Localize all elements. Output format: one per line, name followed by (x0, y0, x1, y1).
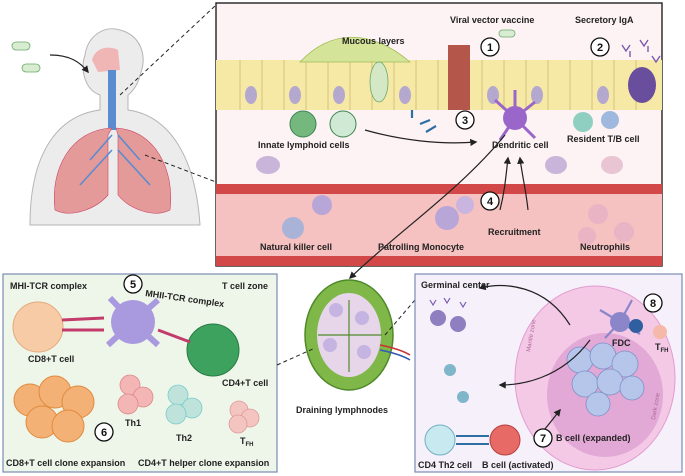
cd8-clone-cluster (13, 375, 95, 443)
label-fdc: FDC (612, 338, 631, 348)
label-viral-vector-vaccine: Viral vector vaccine (450, 15, 534, 25)
human-figure (11, 28, 201, 226)
lymph-node (304, 279, 411, 391)
memory-b-cell (457, 391, 469, 403)
label-secretory-iga: Secretory IgA (575, 15, 634, 25)
th1-cells (117, 374, 154, 415)
patrolling-monocyte (435, 206, 459, 230)
tissue-cell (256, 156, 280, 174)
tissue-cell (601, 156, 623, 174)
label-germinal-center: Germinal center (421, 280, 490, 290)
step-markers: 1 2 3 4 5 6 7 8 (94, 37, 663, 448)
label-dark-zone: Dark zone (651, 392, 662, 421)
activated-b-cell (489, 424, 521, 456)
memory-b-cell (444, 364, 456, 376)
label-cd4-clone: CD4+T helper clone expansion (138, 458, 269, 468)
iga-antibody-icon (621, 39, 661, 64)
natural-killer-cell (282, 217, 304, 239)
label-th1: Th1 (125, 418, 141, 428)
dendritic-cell (493, 90, 537, 141)
label-mantle-zone: Mantle zone (526, 318, 538, 352)
cd4-t-cell (186, 323, 240, 377)
cd4-th2-cell (424, 424, 456, 456)
mucous-layer (299, 36, 412, 63)
virus-icon (21, 63, 41, 73)
label-mhi-tcr: MHI-TCR complex (10, 281, 87, 291)
label-tfh-right: TFH (655, 342, 669, 354)
step-4: 4 (487, 196, 494, 208)
label-natural-killer: Natural killer cell (260, 242, 332, 252)
label-neutrophils: Neutrophils (580, 242, 630, 252)
antigen-icon (410, 110, 437, 133)
fdc-cell (599, 299, 641, 339)
cd8-t-cell (12, 301, 64, 353)
mhc-tcr-link (456, 435, 489, 445)
migration-arrow (348, 134, 506, 279)
apc-cell (105, 295, 161, 348)
step-6: 6 (101, 427, 107, 439)
step-3: 3 (462, 115, 468, 127)
recruitment-arrow (499, 156, 511, 211)
b-cell-cluster (566, 342, 645, 417)
innate-lymphoid-cell (289, 110, 317, 138)
label-cd4: CD4+T cell (222, 378, 268, 388)
arrow (364, 129, 478, 147)
step-2: 2 (597, 42, 603, 54)
plasma-cell (450, 316, 466, 332)
label-b-activated: B cell (activated) (482, 460, 554, 470)
label-b-expanded: B cell (expanded) (556, 433, 631, 443)
t-cell-zone-panel (2, 273, 278, 473)
antibody-icon (429, 297, 467, 309)
label-cd8-clone: CD8+T cell clone expansion (6, 458, 125, 468)
resident-b-cell (601, 111, 619, 129)
tcr-complex (61, 316, 191, 344)
virus-icon (11, 41, 31, 51)
resident-t-cell (573, 112, 593, 132)
tfh-cells (228, 400, 260, 434)
label-resident-tb: Resident T/B cell (567, 134, 640, 144)
patrolling-monocyte (456, 196, 474, 214)
tissue-cell (545, 156, 567, 174)
label-innate-lymphoid: Innate lymphoid cells (258, 140, 350, 150)
label-mucous-layers: Mucous layers (342, 36, 405, 46)
arrow (498, 339, 591, 389)
step-5: 5 (130, 279, 136, 291)
step-8: 8 (650, 298, 656, 310)
goblet-cell (369, 61, 389, 103)
arrow (478, 283, 571, 326)
label-patrolling-monocyte: Patrolling Monocyte (378, 242, 464, 252)
label-th2: Th2 (176, 433, 192, 443)
plasma-cell (430, 310, 446, 326)
infected-cell (448, 45, 470, 110)
b-cell-at-fdc (629, 319, 643, 333)
neutrophil (588, 204, 608, 224)
label-cd8: CD8+T cell (28, 354, 74, 364)
label-draining-lymph: Draining lymphnodes (296, 405, 388, 415)
label-tfh: TFH (240, 436, 254, 448)
tfh-cell (653, 325, 667, 339)
th2-cells (165, 384, 203, 425)
vaccine-virus-icon (498, 29, 516, 38)
step-1: 1 (487, 42, 493, 54)
neutrophil (578, 227, 596, 245)
label-recruitment: Recruitment (488, 227, 541, 237)
iga-secreting-cell (628, 67, 656, 103)
labels: Mucous layers Viral vector vaccine Secre… (6, 15, 669, 470)
recruitment-arrow (517, 156, 529, 211)
label-dendritic-cell: Dendritic cell (492, 140, 549, 150)
label-cd4-th2: CD4 Th2 cell (418, 460, 472, 470)
label-t-cell-zone: T cell zone (222, 281, 268, 291)
innate-lymphoid-cell (329, 110, 357, 138)
neutrophil (614, 222, 634, 242)
airway-panel (215, 2, 663, 267)
step-7: 7 (540, 433, 546, 445)
natural-killer-cell (312, 195, 332, 215)
